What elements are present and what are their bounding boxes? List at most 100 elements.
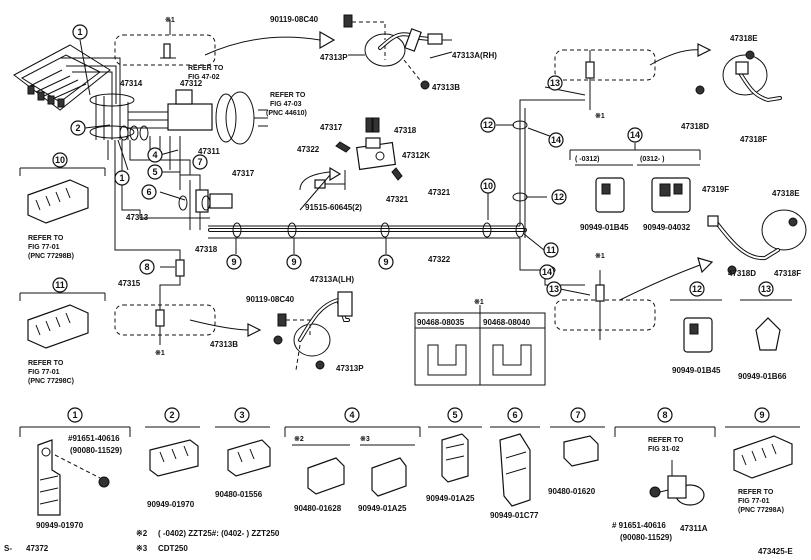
refer-text: REFER TO xyxy=(188,65,224,72)
refer-text: REFER TO xyxy=(28,360,64,367)
part-label: 90949-01B45 xyxy=(672,366,721,375)
part-label: 47312 xyxy=(180,79,203,88)
part-label: 47319F xyxy=(702,185,729,194)
part-label: 47311 xyxy=(198,147,220,156)
part-label: 47313 xyxy=(126,213,149,222)
note-mark: ※1 xyxy=(595,112,605,120)
footnote-text: CDT250 xyxy=(158,544,188,553)
date-range: (0312- ) xyxy=(640,156,665,163)
part-label: 47318F xyxy=(774,269,801,278)
part-label: (90080-11529) xyxy=(620,533,672,542)
part-label: 90949-01970 xyxy=(36,521,84,530)
note-mark: ※3 xyxy=(360,435,370,443)
part-label: 90468-08040 xyxy=(483,318,531,327)
part-label: 47313A(LH) xyxy=(310,275,354,284)
part-label: (90080-11529) xyxy=(70,446,122,455)
part-label: 90480-01556 xyxy=(215,490,263,499)
part-label: 47322 xyxy=(428,255,451,264)
callout-9: 9 xyxy=(291,257,296,267)
footnotes: ※2 ( -0402) ZZT25#: (0402- ) ZZT250 ※3 C… xyxy=(4,529,793,556)
callout-1: 1 xyxy=(119,173,124,183)
callout-9: 9 xyxy=(383,257,388,267)
callout-2: 2 xyxy=(75,123,80,133)
part-label: 90949-04032 xyxy=(643,223,691,232)
callout-13: 13 xyxy=(549,284,559,294)
part-label: 47318D xyxy=(728,269,756,278)
part-label: 90480-01620 xyxy=(548,487,596,496)
refer-text: (PNC 77298A) xyxy=(738,507,784,514)
part-label: 90949-01A25 xyxy=(426,494,475,503)
refer-text: REFER TO xyxy=(738,489,774,496)
callout-12: 12 xyxy=(554,192,564,202)
callout-9: 9 xyxy=(759,410,764,420)
footnote-mark: ※2 xyxy=(136,529,148,538)
callout-10: 10 xyxy=(483,181,493,191)
refer-text: (PNC 77298B) xyxy=(28,253,74,260)
part-label: 47317 xyxy=(232,169,255,178)
callout-5: 5 xyxy=(152,167,157,177)
rh-rear-hose-top xyxy=(554,43,782,110)
corner-mark: S- xyxy=(4,544,12,553)
callout-1: 1 xyxy=(77,27,82,37)
callout-11: 11 xyxy=(55,280,65,290)
callout-12: 12 xyxy=(692,284,702,294)
refer-text: FIG 31-02 xyxy=(648,446,680,453)
refer-text: (PNC 44610) xyxy=(266,110,307,117)
callout-4: 4 xyxy=(349,410,354,420)
refer-text: REFER TO xyxy=(28,235,64,242)
callout-3: 3 xyxy=(239,410,244,420)
detail-14 xyxy=(569,143,701,213)
detail-12 xyxy=(670,299,722,353)
part-label: 47321 xyxy=(428,188,451,197)
refer-text: FIG 77-01 xyxy=(28,244,60,251)
part-label: 90949-01B45 xyxy=(580,223,629,232)
part-label: 47315 xyxy=(118,279,141,288)
part-label: 90480-01628 xyxy=(294,504,342,513)
part-label: 90468-08035 xyxy=(417,318,465,327)
callout-numbers: 1 2 1 4 5 6 7 8 9 9 9 10 11 12 12 13 14 … xyxy=(55,27,771,420)
proportioning-valve-47312k xyxy=(299,117,403,211)
refer-text: REFER TO xyxy=(270,92,306,99)
bottom-row-details xyxy=(19,426,800,516)
callout-13: 13 xyxy=(550,78,560,88)
part-label: 90949-01B66 xyxy=(738,372,787,381)
master-cylinder-assembly xyxy=(13,44,268,190)
part-label: 47312K xyxy=(402,151,430,160)
part-label: 47313B xyxy=(432,83,460,92)
part-label: 90949-01C77 xyxy=(490,511,539,520)
part-label: #91651-40616 xyxy=(68,434,120,443)
note-mark: ※1 xyxy=(155,349,165,357)
refer-text: (PNC 77298C) xyxy=(28,378,74,385)
note-mark: ※2 xyxy=(294,435,304,443)
part-label: 90119-08C40 xyxy=(270,15,319,24)
callout-5: 5 xyxy=(452,410,457,420)
part-label: 47322 xyxy=(297,145,320,154)
detail-box-lower-right xyxy=(554,257,714,340)
part-label: 47318 xyxy=(394,126,417,135)
part-label: 47313P xyxy=(336,364,364,373)
refer-text: FIG 77-01 xyxy=(738,498,770,505)
footnote-text: ( -0402) ZZT25#: (0402- ) ZZT250 xyxy=(158,529,280,538)
detail-13 xyxy=(740,299,792,351)
callout-1: 1 xyxy=(72,410,77,420)
part-label: 47313B xyxy=(210,340,238,349)
callout-14: 14 xyxy=(630,130,640,140)
callout-11: 11 xyxy=(546,245,556,255)
part-label: 47317 xyxy=(320,123,343,132)
part-labels: 90119-08C40 47313P 47313A(RH) 47313B 473… xyxy=(26,15,801,553)
callout-13: 13 xyxy=(761,284,771,294)
part-label: 47318 xyxy=(195,245,218,254)
note-mark: ※1 xyxy=(595,252,605,260)
callout-9: 9 xyxy=(231,257,236,267)
part-label: 47318D xyxy=(681,122,709,131)
callout-10: 10 xyxy=(55,155,65,165)
note-mark: ※1 xyxy=(165,16,175,24)
refer-text: FIG 77-01 xyxy=(28,369,60,376)
date-range: ( -0312) xyxy=(575,156,600,163)
part-label: 91515-60645(2) xyxy=(305,203,362,212)
lh-flexible-hose xyxy=(114,291,353,371)
callout-12: 12 xyxy=(483,120,493,130)
part-label: 47313A(RH) xyxy=(452,51,497,60)
part-label: 47314 xyxy=(120,79,143,88)
